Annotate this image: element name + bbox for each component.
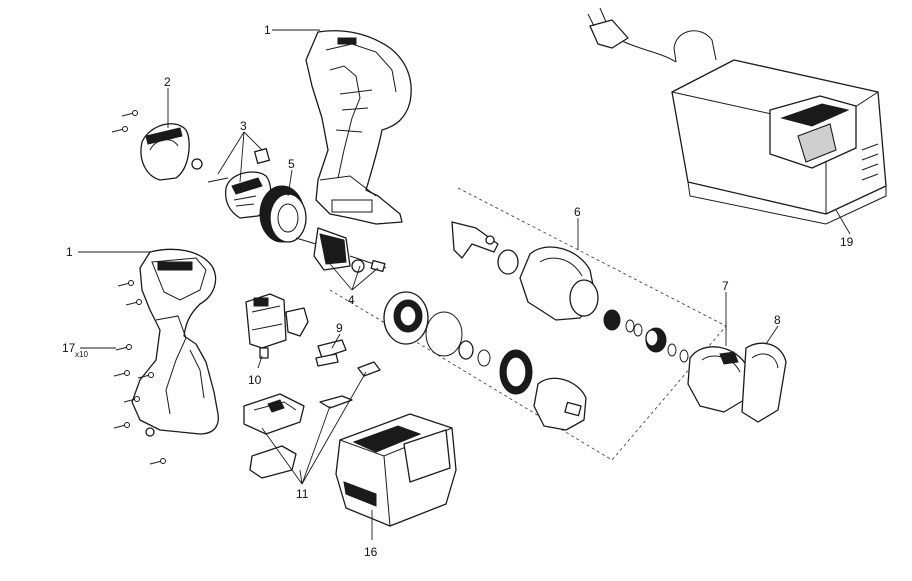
- pcb-assembly: [207, 148, 272, 219]
- battery-pack: [335, 413, 457, 527]
- callout-17: 17: [62, 341, 76, 355]
- housing-half-right: [305, 30, 412, 225]
- callout-17-quantity: x10: [75, 350, 88, 359]
- callout-4: 4: [348, 293, 355, 307]
- callout-9: 9: [336, 321, 343, 335]
- bumper-cover: [687, 346, 749, 413]
- callout-11: 11: [296, 487, 309, 501]
- callout-labels: 1 1 2 3 5 4 6 7 8 9 10 11 16 17 x10 19: [62, 23, 854, 559]
- callout-1-top: 1: [264, 23, 271, 37]
- callout-7: 7: [722, 279, 729, 293]
- callout-19: 19: [840, 235, 854, 249]
- screws: [111, 110, 166, 465]
- callout-6: 6: [574, 205, 581, 219]
- callout-10: 10: [248, 373, 262, 387]
- trigger-switch: [245, 293, 309, 359]
- rotor: [295, 227, 387, 273]
- nose-cap: [741, 342, 787, 423]
- lock-plate: [315, 339, 347, 367]
- callout-16: 16: [364, 545, 378, 559]
- callout-1-left: 1: [66, 245, 73, 259]
- callout-2: 2: [164, 75, 171, 89]
- gear-assembly: [451, 221, 689, 363]
- leader-lines: [78, 29, 851, 540]
- callout-5: 5: [288, 157, 295, 171]
- end-cap: [140, 123, 203, 181]
- housing-half-left: [131, 248, 219, 437]
- callout-8: 8: [774, 313, 781, 327]
- stator: [259, 185, 307, 243]
- hammer-parts: [383, 291, 587, 431]
- bracket-set: [243, 361, 381, 479]
- charger: [587, 7, 887, 225]
- callout-3: 3: [240, 119, 247, 133]
